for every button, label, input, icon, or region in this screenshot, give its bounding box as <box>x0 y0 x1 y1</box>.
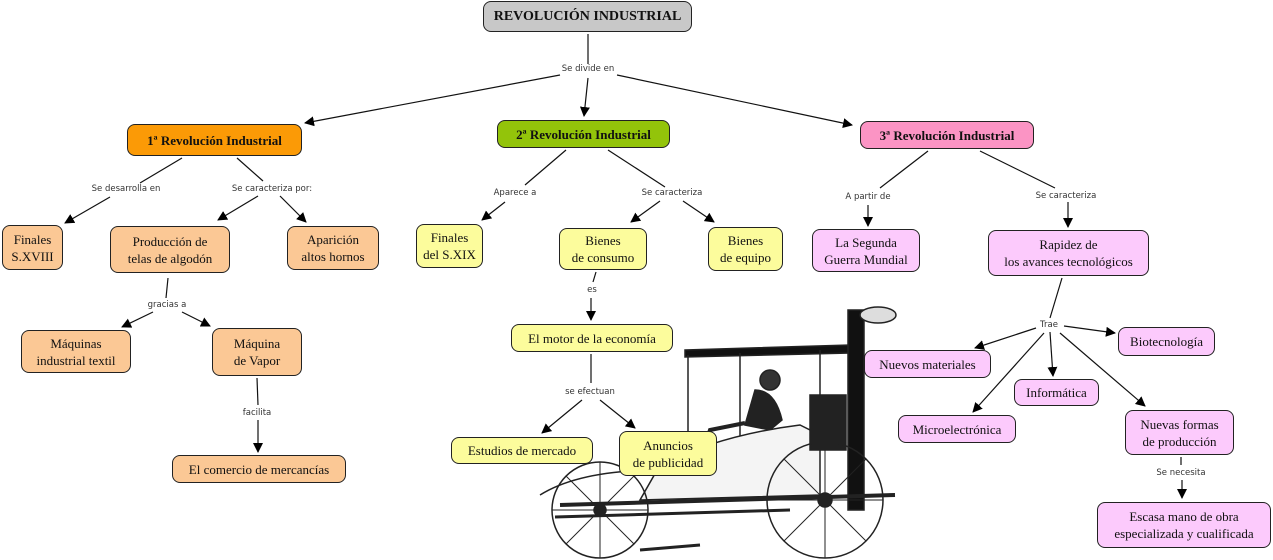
node-bienes-equipo[interactable]: Bienes de equipo <box>708 227 783 271</box>
link-line <box>592 271 597 283</box>
link-line <box>1049 277 1063 319</box>
link-arrow <box>217 195 259 221</box>
steam-carriage-illustration <box>539 306 897 559</box>
link-line <box>607 149 666 188</box>
node-biotecnologia[interactable]: Biotecnología <box>1118 327 1215 356</box>
link-arrow <box>682 200 715 223</box>
node-nuevos-materiales[interactable]: Nuevos materiales <box>864 350 991 378</box>
link-line <box>236 157 264 182</box>
link-arrow <box>616 74 853 129</box>
link-label-es: es <box>585 285 599 295</box>
node-finales-sxviii[interactable]: Finales S.XVIII <box>2 225 63 270</box>
link-label-se-necesita: Se necesita <box>1154 468 1208 478</box>
link-arrow <box>541 399 583 434</box>
node-maquina-vapor[interactable]: Máquina de Vapor <box>212 328 302 376</box>
node-nuevas-formas[interactable]: Nuevas formas de producción <box>1125 410 1234 455</box>
link-line <box>879 150 929 189</box>
link-arrow <box>304 74 561 127</box>
link-line <box>524 149 567 186</box>
link-arrow <box>974 327 1037 350</box>
node-produccion-telas[interactable]: Producción de telas de algodón <box>110 226 230 273</box>
link-label-trae: Trae <box>1038 320 1060 330</box>
link-label-a-partir-de: A partir de <box>843 192 893 202</box>
link-arrow <box>599 399 636 429</box>
link-arrow <box>181 311 211 327</box>
link-arrow <box>279 195 307 223</box>
link-arrow <box>64 196 111 224</box>
link-arrow <box>579 77 590 117</box>
link-label-facilita: facilita <box>240 408 274 418</box>
link-label-se-caracteriza-2: Se caracteriza <box>639 188 705 198</box>
node-escasa-mano-obra[interactable]: Escasa mano de obra especializada y cual… <box>1097 502 1271 548</box>
link-arrow <box>481 201 506 221</box>
link-label-aparece-a: Aparece a <box>491 188 539 198</box>
link-arrow <box>121 311 154 328</box>
link-arrow <box>972 332 1045 413</box>
link-arrow <box>630 200 661 223</box>
node-altos-hornos[interactable]: Aparición altos hornos <box>287 226 379 270</box>
link-label-gracias-a: gracias a <box>145 300 189 310</box>
node-rapidez-avances[interactable]: Rapidez de los avances tecnológicos <box>988 230 1149 276</box>
node-comercio[interactable]: El comercio de mercancías <box>172 455 346 483</box>
link-label-se-caracteriza-3: Se caracteriza <box>1033 191 1099 201</box>
node-bienes-consumo[interactable]: Bienes de consumo <box>559 228 647 270</box>
node-anuncios-publicidad[interactable]: Anuncios de publicidad <box>619 431 717 476</box>
link-line <box>139 157 183 184</box>
link-line <box>256 377 259 406</box>
link-label-se-caracteriza-por: Se caracteriza por: <box>229 184 315 194</box>
node-maquinas-textil[interactable]: Máquinas industrial textil <box>21 330 131 373</box>
link-arrow <box>1047 331 1058 377</box>
link-label-se-divide-en: Se divide en <box>559 64 617 74</box>
node-finales-sxix[interactable]: Finales del S.XIX <box>416 224 483 268</box>
link-line <box>165 277 169 299</box>
link-label-se-efectuan: se efectuan <box>563 387 617 397</box>
node-motor-economia[interactable]: El motor de la economía <box>511 324 673 352</box>
link-arrow <box>1059 332 1146 407</box>
node-second-revolution[interactable]: 2ª Revolución Industrial <box>497 120 670 148</box>
node-root[interactable]: REVOLUCIÓN INDUSTRIAL <box>483 1 692 32</box>
link-line <box>979 150 1056 189</box>
node-estudios-mercado[interactable]: Estudios de mercado <box>451 437 593 464</box>
node-segunda-guerra[interactable]: La Segunda Guerra Mundial <box>812 229 920 272</box>
node-informatica[interactable]: Informática <box>1014 379 1099 406</box>
link-label-se-desarrolla-en: Se desarrolla en <box>89 184 163 194</box>
link-arrow <box>1063 325 1116 337</box>
node-first-revolution[interactable]: 1ª Revolución Industrial <box>127 124 302 156</box>
node-third-revolution[interactable]: 3ª Revolución Industrial <box>860 121 1034 149</box>
node-microelectronica[interactable]: Microelectrónica <box>898 415 1016 443</box>
